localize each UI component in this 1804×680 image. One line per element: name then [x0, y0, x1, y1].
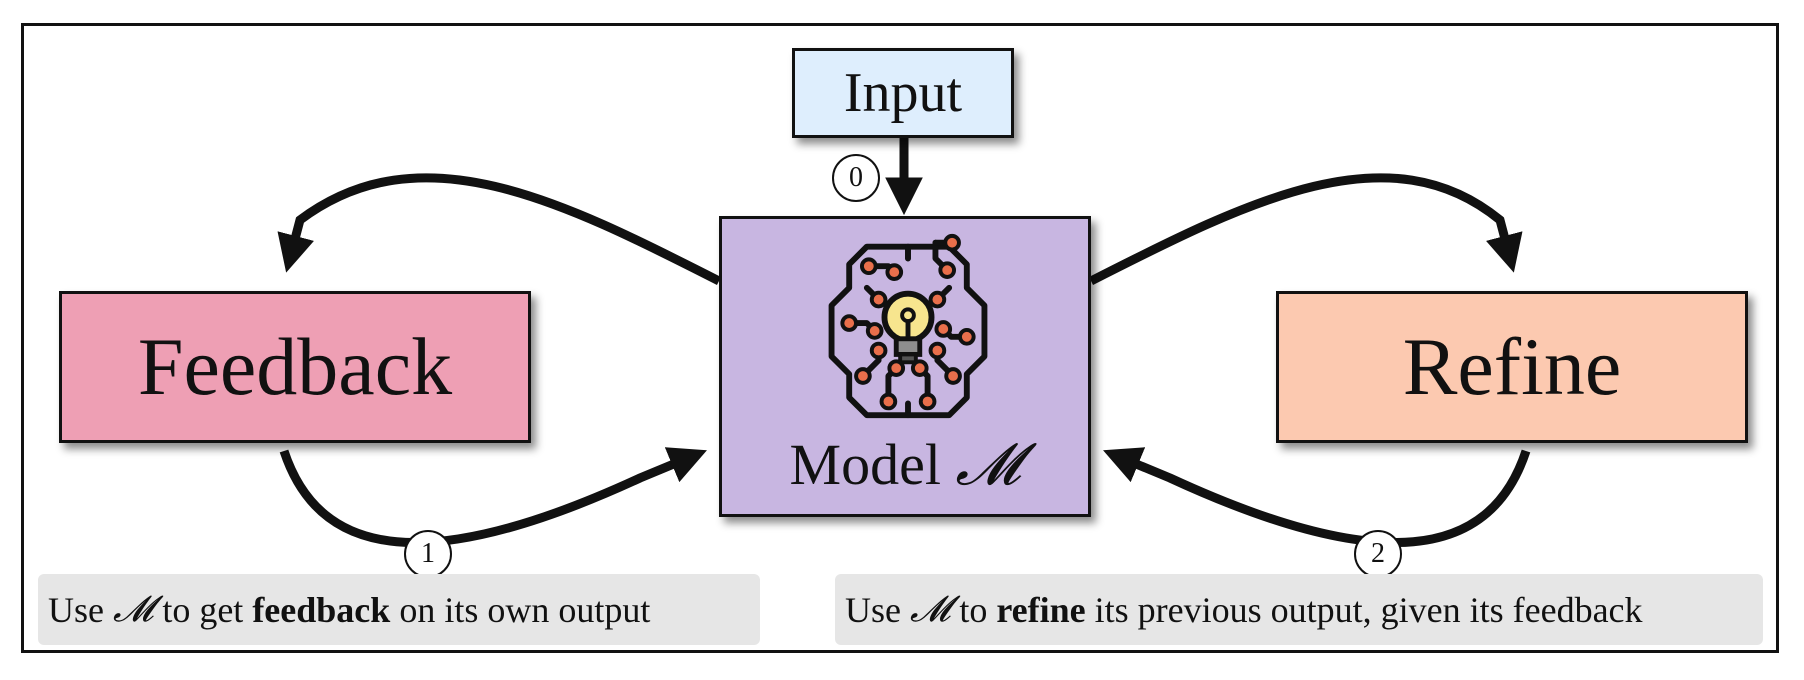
caption-refine: Use 𝓜 to refine its previous output, giv… [835, 574, 1763, 645]
arrow-model-to-refine [1088, 173, 1523, 286]
caption-feedback-mid: to get [153, 589, 253, 630]
refine-box: Refine [1276, 291, 1748, 443]
arrow-refine-to-model [1103, 447, 1531, 548]
arrow-model-to-feedback [277, 173, 722, 286]
caption-refine-post: its previous output, given its feedback [1085, 589, 1643, 630]
caption-feedback-bold: feedback [252, 589, 391, 630]
refine-label: Refine [1402, 321, 1622, 412]
caption-feedback-post: on its own output [390, 589, 651, 630]
caption-refine-symbol: 𝓜 [910, 589, 951, 629]
step-1-number: 1 [421, 538, 435, 569]
feedback-box: Feedback [59, 291, 531, 443]
caption-feedback-pre: Use [48, 589, 113, 630]
step-0-number: 0 [849, 162, 863, 193]
input-label: Input [843, 62, 963, 124]
caption-feedback: Use 𝓜 to get feedback on its own output [38, 574, 760, 645]
step-badge-0: 0 [832, 154, 880, 202]
caption-feedback-symbol: 𝓜 [113, 589, 154, 629]
model-box: Model 𝓜 [719, 216, 1091, 517]
step-badge-1: 1 [404, 530, 452, 578]
step-badge-2: 2 [1354, 530, 1402, 578]
brain-circuit-lightbulb-icon [828, 233, 988, 419]
caption-refine-pre: Use [845, 589, 910, 630]
caption-refine-mid: to [950, 589, 997, 630]
model-label-text: Model [789, 432, 941, 497]
caption-refine-bold: refine [996, 589, 1086, 630]
arrow-feedback-to-model [279, 447, 707, 548]
input-box: Input [792, 48, 1014, 138]
feedback-label: Feedback [137, 321, 453, 412]
step-2-number: 2 [1371, 538, 1385, 569]
model-label: Model 𝓜 [722, 431, 1088, 499]
model-symbol: 𝓜 [955, 432, 1021, 497]
